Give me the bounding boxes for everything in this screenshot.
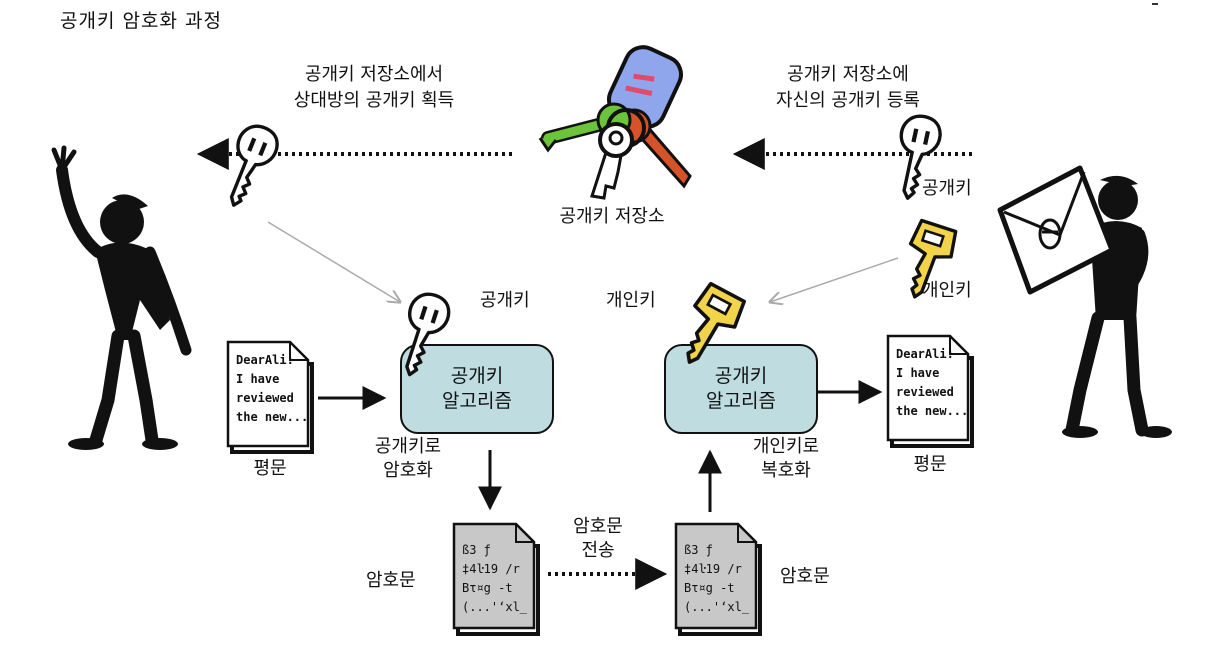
decrypt-action-line2: 복호화 xyxy=(761,460,811,481)
doc-text-line: ß3 ƒ xyxy=(462,543,491,557)
doc-text-line: Bτ¤g -t xyxy=(684,581,735,595)
doc-text-line: the new... xyxy=(896,404,968,418)
person-right-icon xyxy=(997,165,1172,438)
gray-arrow-right xyxy=(770,257,899,302)
envelope-icon xyxy=(997,165,1115,295)
plaintext-right-label: 평문 xyxy=(913,454,947,475)
transfer-line2: 전송 xyxy=(581,540,615,561)
page-title: 공개키 암호화 과정 xyxy=(60,10,222,32)
doc-text-line: ‡4ŀ19 /r xyxy=(462,562,520,576)
algo-line-1: 공개키 xyxy=(450,365,504,387)
doc-text-line: Bτ¤g -t xyxy=(462,581,513,595)
doc-text-line: the new... xyxy=(236,410,308,424)
encrypt-action-line1: 공개키로 xyxy=(374,436,442,457)
doc-text-line: ‡4ŀ19 /r xyxy=(684,562,742,576)
doc-text-line: I have xyxy=(896,366,939,380)
encrypt-algorithm-box: 공개키 알고리즘 xyxy=(400,344,554,434)
key-ring-icon xyxy=(538,45,692,200)
encrypt-action-line2: 암호화 xyxy=(383,460,433,481)
register-note-line1: 공개키 저장소에 xyxy=(787,64,909,85)
doc-text-line: I have xyxy=(236,372,279,386)
acquire-note-line1: 공개키 저장소에서 xyxy=(304,64,444,85)
doc-text-line: DearAli: xyxy=(236,353,294,367)
doc-text-line: (...'‘xl_ xyxy=(462,600,528,614)
repository-label: 공개키 저장소 xyxy=(559,206,665,227)
ciphertext-doc-right-icon xyxy=(674,522,762,636)
doc-text-line: (...'‘xl_ xyxy=(684,600,750,614)
algo-line-2: 알고리즘 xyxy=(706,390,776,412)
decrypt-algorithm-box: 공개키 알고리즘 xyxy=(664,344,818,434)
ciphertext-left-label: 암호문 xyxy=(366,570,416,591)
doc-text-line: ß3 ƒ xyxy=(684,543,713,557)
doc-text-line: reviewed xyxy=(236,391,294,405)
ciphertext-doc-left-icon xyxy=(452,522,540,636)
acquired-public-key-icon xyxy=(216,121,283,213)
ciphertext-right-label: 암호문 xyxy=(780,566,830,587)
doc-text-line: reviewed xyxy=(896,385,954,399)
doc-text-line: DearAli: xyxy=(896,347,954,361)
encrypt-key-label: 공개키 xyxy=(480,290,530,311)
decrypt-action-line1: 개인키로 xyxy=(752,436,820,457)
acquire-note-line2: 상대방의 공개키 획득 xyxy=(293,90,455,111)
right-public-key-label: 공개키 xyxy=(922,178,972,199)
person-left-icon xyxy=(51,145,192,450)
register-note-line2: 자신의 공개키 등록 xyxy=(776,90,920,111)
plaintext-left-label: 평문 xyxy=(253,458,287,479)
transfer-line1: 암호문 xyxy=(573,516,623,537)
algo-line-1: 공개키 xyxy=(714,365,768,387)
right-private-key-label: 개인키 xyxy=(922,280,972,301)
algo-line-2: 알고리즘 xyxy=(442,390,512,412)
decrypt-key-label: 개인키 xyxy=(606,290,656,311)
gray-arrow-left xyxy=(267,221,400,302)
